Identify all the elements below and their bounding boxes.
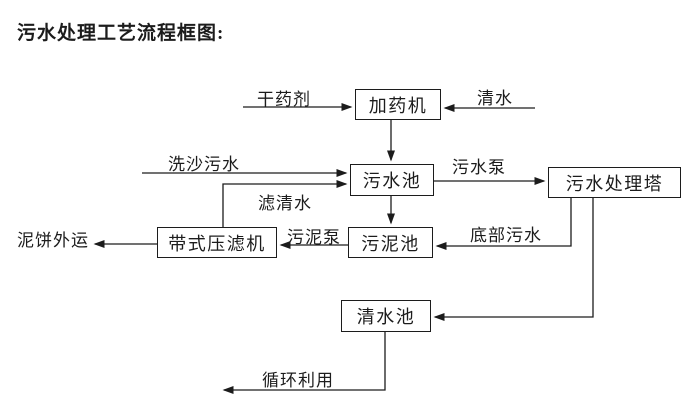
arrow-tower-bottom-to-sludge-pool — [435, 198, 572, 250]
arrow-filtered-water-to-sewage-pool — [222, 180, 348, 227]
diagram-title: 污水处理工艺流程框图: — [17, 23, 225, 44]
arrow-tower-to-clear-water-pool — [433, 198, 594, 321]
node-sewage-pool: 污水池 — [350, 164, 434, 196]
label-mud-cake-out: 泥饼外运 — [17, 231, 89, 250]
node-dosing-machine: 加药机 — [355, 89, 441, 120]
label-dry-agent: 干药剂 — [257, 90, 311, 109]
node-sewage-treatment-tower: 污水处理塔 — [548, 167, 681, 198]
node-clear-water-pool: 清水池 — [341, 300, 431, 332]
label-sludge-pump: 污泥泵 — [287, 228, 341, 247]
label-sewage-pump: 污水泵 — [452, 158, 506, 177]
arrow-clear-water-pool-to-recycle — [222, 332, 386, 394]
label-bottom-sewage: 底部污水 — [470, 226, 542, 245]
label-recycle: 循环利用 — [262, 371, 334, 390]
label-clear-water: 清水 — [477, 89, 513, 108]
node-belt-filter-press: 带式压滤机 — [157, 227, 277, 258]
label-filtered-water: 滤清水 — [258, 194, 312, 213]
node-sludge-pool: 污泥池 — [348, 227, 433, 258]
label-sand-washing-sewage: 洗沙污水 — [168, 155, 240, 174]
